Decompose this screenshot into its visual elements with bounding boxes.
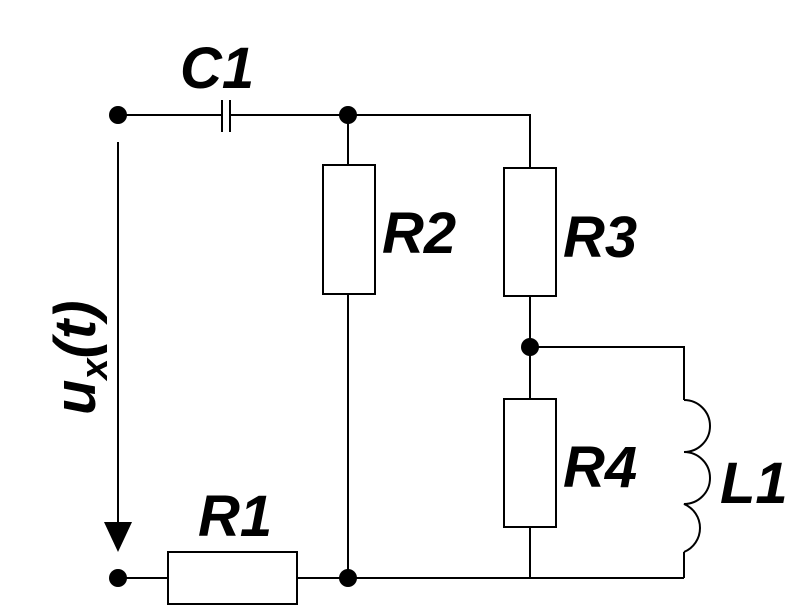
top-wire-right (348, 114, 531, 168)
source-subscript: x (74, 357, 116, 382)
label-r3: R3 (563, 205, 637, 270)
source-argument: (t) (43, 300, 108, 358)
resistor-r4 (503, 398, 557, 528)
l1-wire-top (530, 346, 685, 400)
voltage-arrow-head (104, 522, 132, 552)
node-bottom-junction (339, 569, 357, 587)
label-l1: L1 (720, 451, 788, 516)
terminal-top (109, 106, 127, 124)
label-r4: R4 (563, 435, 637, 500)
label-c1: C1 (180, 36, 254, 101)
label-r2: R2 (382, 201, 456, 266)
inductor-l1 (683, 399, 711, 553)
resistor-r3 (503, 167, 557, 297)
label-r1: R1 (198, 484, 272, 549)
node-top-junction (339, 106, 357, 124)
label-source-voltage: ux(t) (43, 300, 116, 415)
resistor-r1 (167, 551, 298, 605)
terminal-bottom (109, 569, 127, 587)
node-r3-r4-junction (521, 338, 539, 356)
resistor-r2 (322, 164, 376, 295)
source-symbol: u (43, 380, 108, 415)
